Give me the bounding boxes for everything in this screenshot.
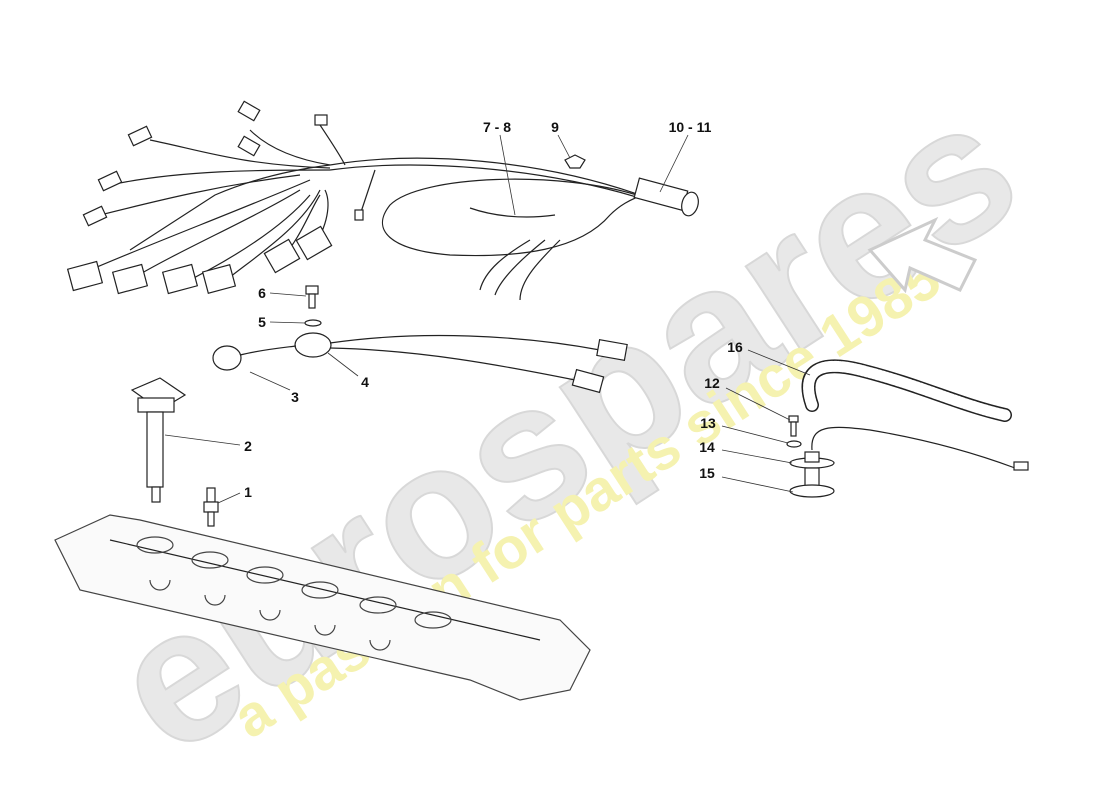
callout-6: 6 [258,285,266,301]
callout-14: 14 [699,439,715,455]
callout-9: 9 [551,119,559,135]
leader-lines [164,134,811,504]
callout-1: 1 [244,484,252,500]
callout-7-8: 7 - 8 [483,119,511,135]
watermark-arrow-icon [867,216,978,294]
callouts: 7 - 8 9 10 - 11 6 5 3 4 2 1 16 12 13 14 … [244,119,743,500]
callout-16: 16 [727,339,743,355]
bolt [304,285,322,327]
sensor-assembly [786,359,1029,498]
callout-12: 12 [704,375,720,391]
callout-3: 3 [291,389,299,405]
callout-2: 2 [244,438,252,454]
engine-wiring-harness [66,100,699,301]
cylinder-head-cover [54,514,591,701]
callout-4: 4 [361,374,369,390]
callout-10-11: 10 - 11 [669,119,712,135]
callout-5: 5 [258,314,266,330]
callout-15: 15 [699,465,715,481]
knock-sensors [212,332,628,394]
callout-13: 13 [700,415,716,431]
ignition-coil [130,377,187,503]
spark-plug [203,487,219,527]
